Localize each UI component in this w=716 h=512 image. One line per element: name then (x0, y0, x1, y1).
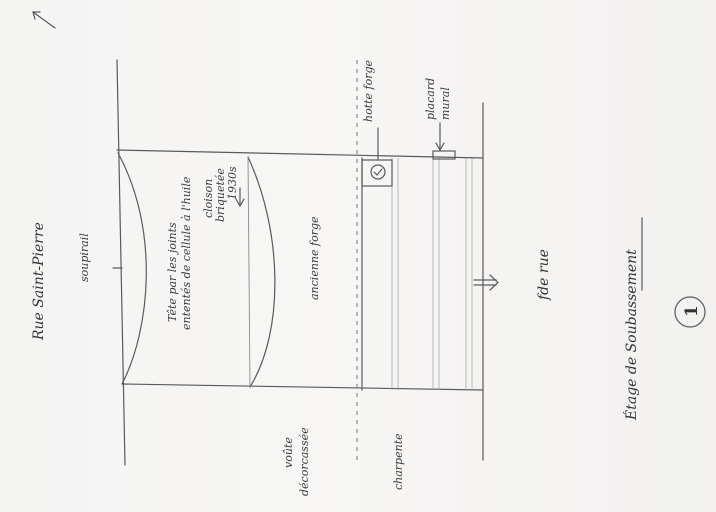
soupirail-label: soupirail (78, 233, 91, 282)
street-label: Rue Saint-Pierre (31, 222, 47, 341)
vault-label-1: voûte (282, 437, 295, 468)
ancient-forge-label: ancienne forge (308, 216, 321, 300)
wall-top (116, 149, 484, 159)
forge-hood-box (361, 159, 393, 187)
sheet-number: 1 (682, 305, 702, 317)
vault-label-2: décorcassée (298, 427, 311, 496)
wall-bottom (121, 383, 484, 391)
charpente-label: charpente (392, 433, 405, 490)
floor-title: Étage de Soubassement (622, 249, 640, 421)
wall-note-line1: Tête par les joints (166, 222, 179, 322)
partition-label-2: briquetée (214, 168, 227, 222)
double-arrow-icon (473, 274, 499, 291)
placard-label-1: placard (424, 78, 437, 120)
vault-arc-2 (247, 156, 276, 388)
wall-note-line2: ententés de cellule à l'huile (180, 176, 193, 330)
partition-wall (247, 156, 251, 388)
placard-label-2: mural (439, 87, 452, 120)
sheet-number-circle (674, 296, 706, 328)
partition-label-1: cloison (202, 179, 215, 218)
street-side-label: fde rue (536, 249, 552, 301)
partition-arrow-icon (235, 187, 245, 208)
north-arrow-icon (32, 11, 56, 29)
placard-arrow-icon (435, 122, 445, 152)
circle-check-icon (370, 164, 386, 180)
partition-label-3: 1930s (226, 166, 239, 200)
vault-arc-1 (117, 152, 147, 385)
outer-wall-left (116, 59, 126, 466)
hood-label: hotte forge (362, 59, 375, 122)
placard-box (432, 150, 456, 160)
